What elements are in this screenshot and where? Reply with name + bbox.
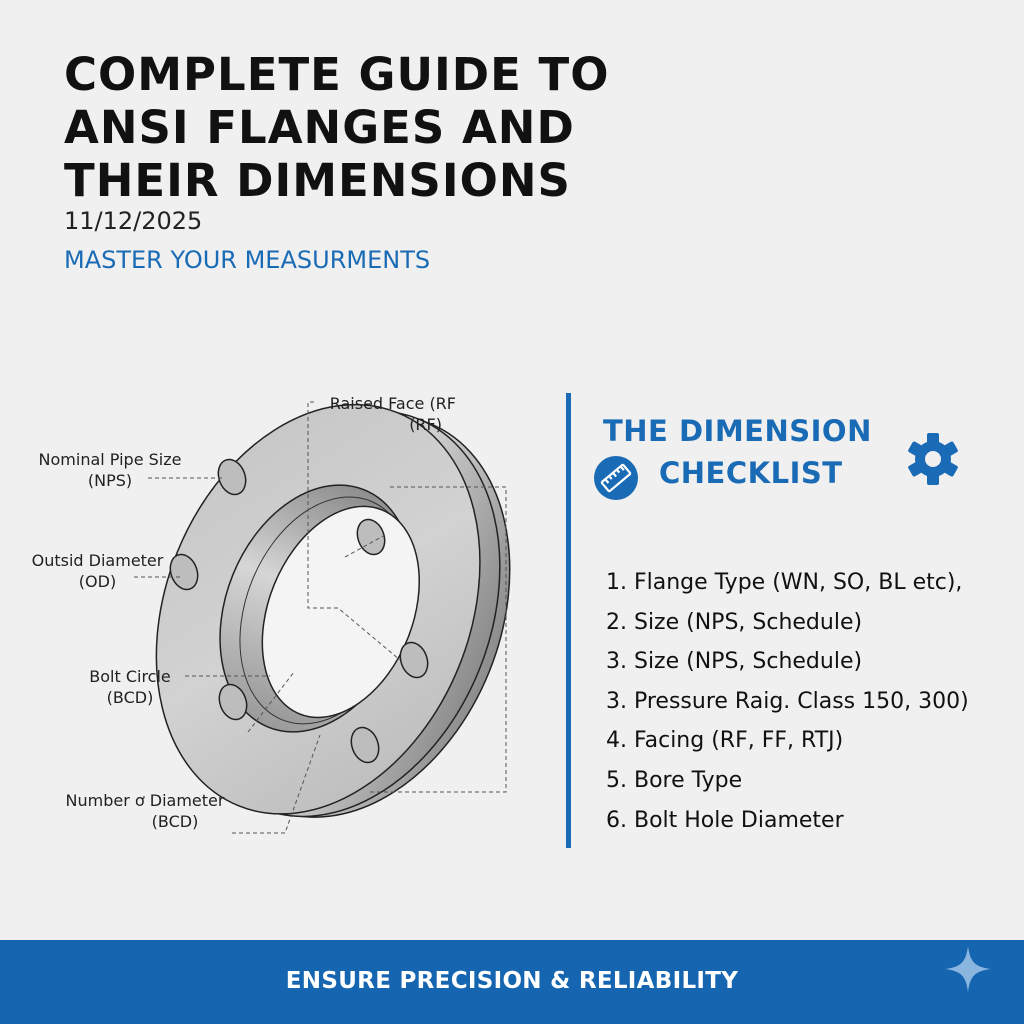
label-line: (BCD) — [151, 812, 199, 831]
checklist-item: 3. Size (NPS, Schedule) — [606, 649, 863, 675]
title-line: ANSI FLANGES AND — [64, 101, 575, 154]
page-title: COMPLETE GUIDE TO ANSI FLANGES AND THEIR… — [64, 48, 610, 207]
footer-banner: ENSURE PRECISION & RELIABILITY — [0, 940, 1024, 1024]
divider — [566, 393, 571, 848]
title-line: THEIR DIMENSIONS — [64, 154, 571, 207]
title-line: COMPLETE GUIDE TO — [64, 48, 610, 101]
flange-diagram: Raised Face (RF (RF) Nominal Pipe Size (… — [0, 380, 540, 850]
checklist-title-line: THE DIMENSION — [603, 414, 872, 448]
flange-illustration — [134, 401, 511, 834]
date: 11/12/2025 — [64, 207, 203, 235]
label-line: (BCD) — [106, 688, 154, 707]
label-line: (RF) — [409, 415, 442, 434]
nps-label: Nominal Pipe Size (NPS) — [30, 449, 190, 491]
label-line: Outsid Diameter — [31, 551, 164, 570]
ruler-icon — [594, 456, 638, 500]
footer-text: ENSURE PRECISION & RELIABILITY — [285, 968, 739, 994]
checklist-item: 5. Bore Type — [606, 767, 743, 793]
checklist-title-line: CHECKLIST — [659, 456, 843, 490]
checklist: 1. Flange Type (WN, SO, BL etc), 2. Size… — [606, 563, 969, 840]
gear-icon — [906, 432, 960, 486]
checklist-item: 6. Bolt Hole Diameter — [606, 807, 844, 833]
raised-face-label: Raised Face (RF (RF) — [320, 393, 456, 435]
tagline: MASTER YOUR MEASURMENTS — [64, 246, 431, 274]
label-line: (NPS) — [87, 471, 133, 490]
label-line: Number ơ Diameter — [65, 791, 225, 810]
label-line: Nominal Pipe Size — [38, 450, 182, 469]
number-diameter-label: Number ơ Diameter (BCD) — [55, 790, 235, 832]
checklist-title: THE DIMENSION CHECKLIST — [603, 410, 872, 494]
checklist-item: 2. Size (NPS, Schedule) — [606, 609, 863, 635]
bolt-circle-label: Bolt Circle (BCD) — [75, 666, 185, 708]
label-line: Raised Face (RF — [329, 394, 456, 413]
checklist-item: 4. Facing (RF, FF, RTJ) — [606, 728, 844, 754]
label-line: (OD) — [78, 572, 117, 591]
checklist-item: 1. Flange Type (WN, SO, BL etc), — [606, 570, 963, 595]
sparkle-icon — [943, 944, 993, 994]
od-label: Outsid Diameter (OD) — [25, 550, 170, 592]
label-line: Bolt Circle — [89, 667, 171, 686]
checklist-item: 3. Pressure Raig. Class 150, 300) — [606, 688, 969, 714]
bolt-holes — [169, 458, 429, 764]
